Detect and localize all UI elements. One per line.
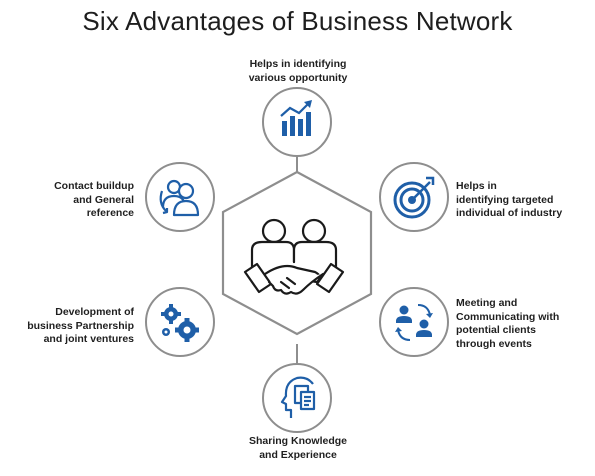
advantage-label-line: Helps in identifying [249, 58, 347, 70]
advantage-label-line: through events [456, 337, 532, 350]
growth-chart-icon [280, 100, 312, 136]
advantage-label-line: and joint ventures [43, 333, 134, 345]
advantage-label-top-right: Helps in identifying targeted individual… [456, 180, 591, 221]
page-title: Six Advantages of Business Network [82, 6, 513, 36]
advantage-circle-bottom-right [379, 287, 449, 357]
people-exchange-icon [395, 304, 433, 341]
advantage-label-top: Helps in identifying various opportunity [218, 58, 378, 85]
target-icon [393, 176, 435, 219]
advantage-circle-bottom-left [145, 287, 215, 357]
advantage-label-line: reference [86, 207, 134, 219]
advantage-circle-top [262, 87, 332, 157]
advantage-label-line: identifying targeted [456, 193, 554, 206]
advantage-label-line: Sharing Knowledge [248, 435, 347, 447]
advantage-label-line: and General [73, 193, 134, 206]
advantage-label-line: individual of industry [456, 207, 563, 219]
advantage-label-line: Communicating with [456, 310, 560, 323]
contact-people-icon [159, 179, 200, 217]
advantage-label-line: Helps in [456, 180, 497, 192]
advantage-label-line: Development of [55, 306, 134, 318]
advantage-label-top-left: Contact buildup and General reference [5, 180, 134, 221]
advantage-label-line: potential clients [456, 324, 536, 336]
advantage-label-bottom-left: Development of business Partnership and … [5, 306, 134, 347]
head-documents-icon [280, 376, 316, 418]
advantage-label-bottom-right: Meeting and Communicating with potential… [456, 297, 591, 351]
advantage-label-line: and Experience [259, 448, 337, 461]
advantage-label-bottom: Sharing Knowledge and Experience [218, 435, 378, 462]
handshake-people-icon [243, 218, 345, 295]
advantage-label-line: various opportunity [248, 71, 348, 84]
advantage-label-line: business Partnership [27, 319, 134, 332]
gears-icon [161, 304, 199, 342]
advantage-label-line: Meeting and [456, 297, 518, 309]
advantage-label-line: Contact buildup [54, 180, 134, 192]
